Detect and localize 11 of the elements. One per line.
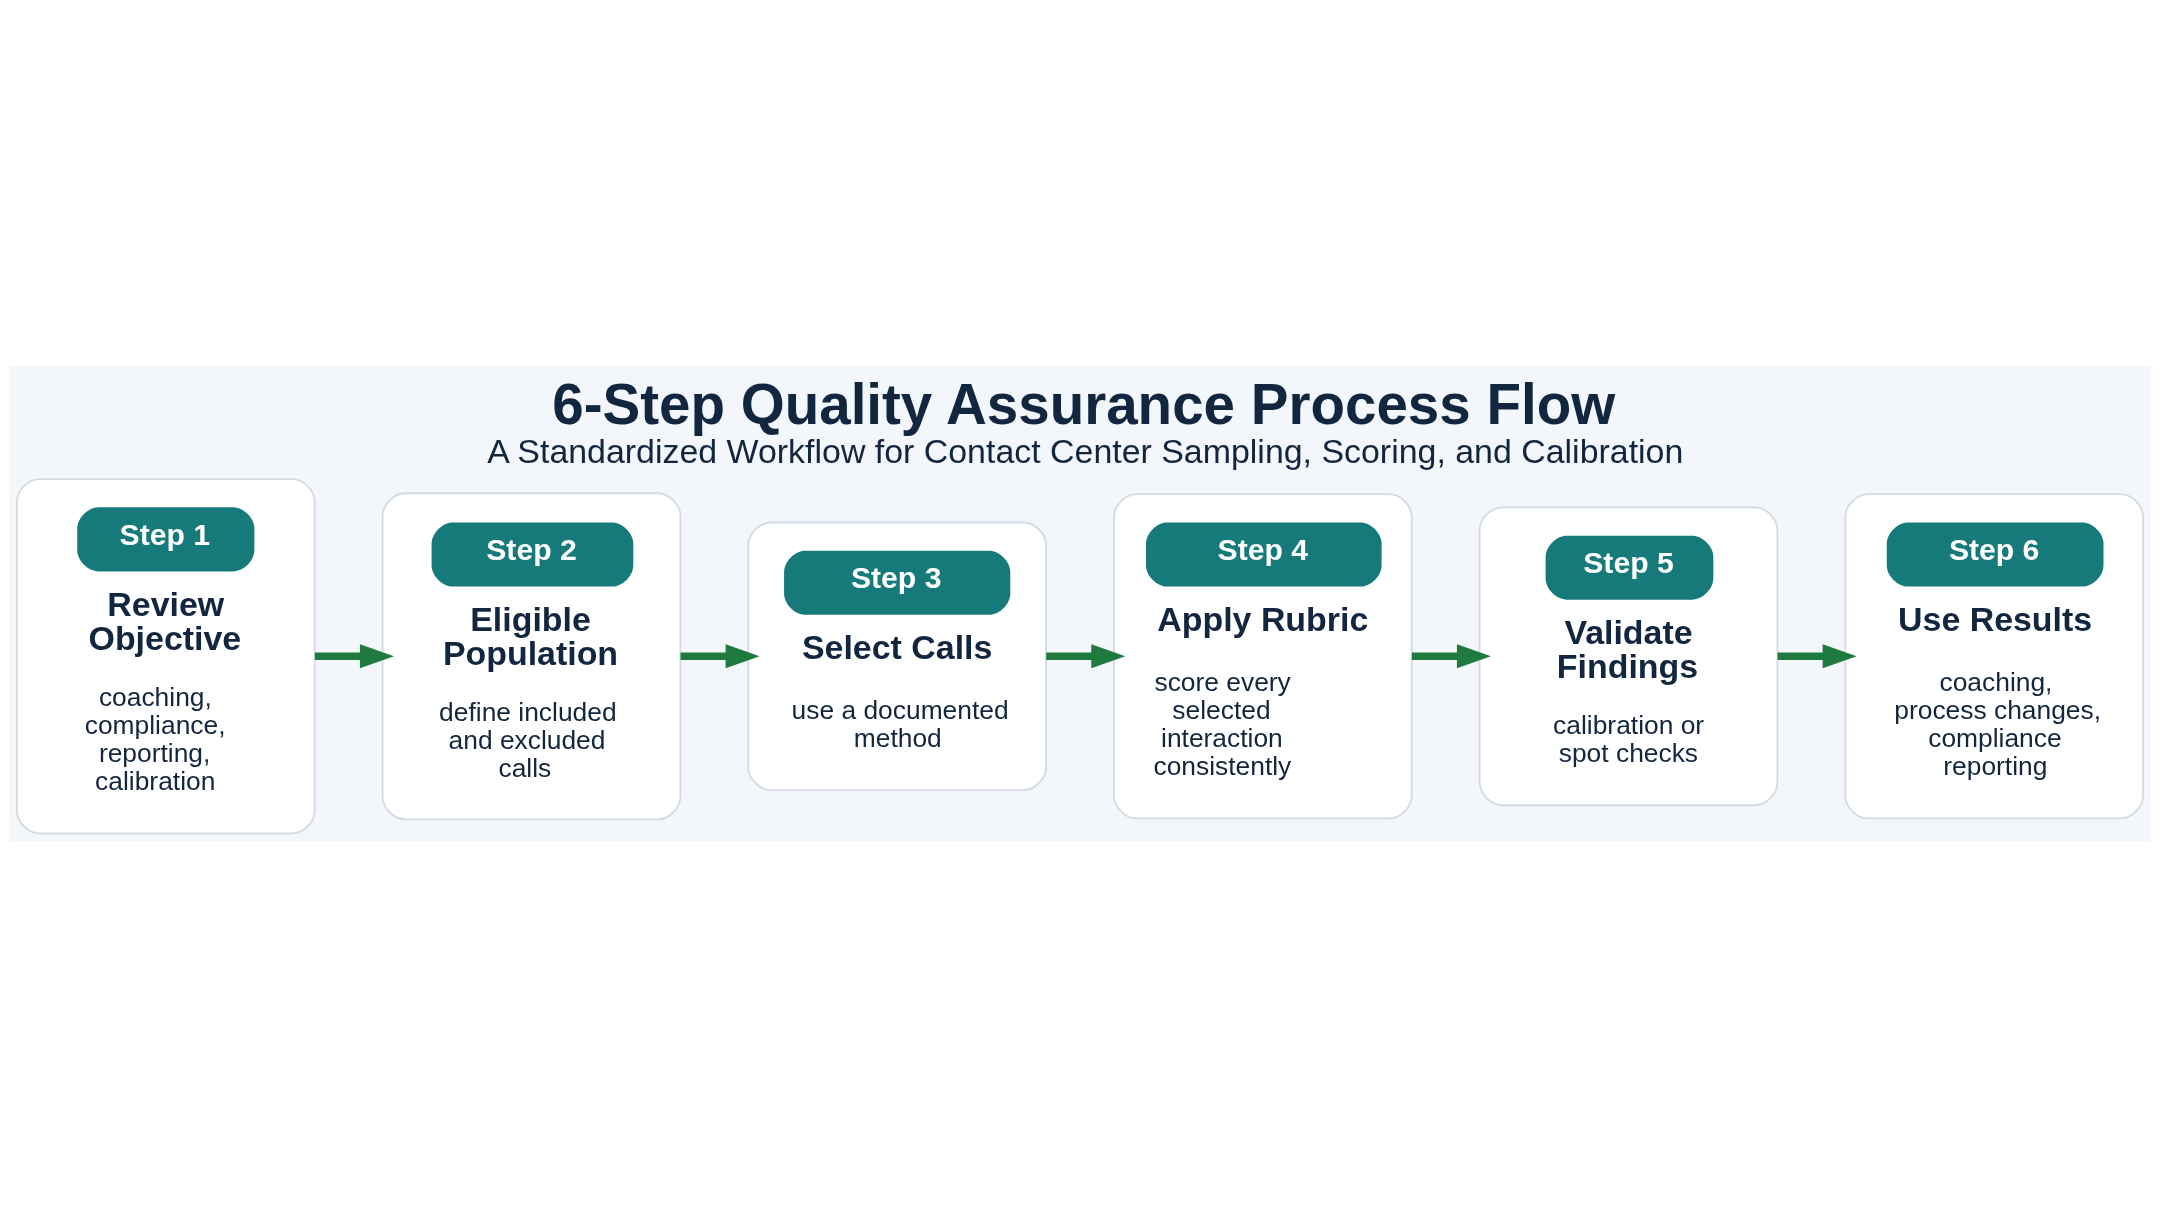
node-box: Step 4 Apply Rubric score every selected interaction consistently — [1113, 492, 1413, 819]
node-box: Step 1 Review Objective coaching, compliance, reporting, calibration — [15, 477, 316, 834]
node-box: Step 6 Use Results coaching, process changes, compliance reporting — [1844, 492, 2145, 819]
arrow — [1777, 643, 1857, 668]
arrow — [1411, 643, 1491, 668]
arrow — [314, 643, 394, 668]
node-box: Step 5 Validate Findings calibration or spot checks — [1478, 505, 1779, 806]
node-box: Step 2 Eligible Population define included and excluded calls — [381, 491, 682, 820]
node-box: Step 3 Select Calls use a documented method — [747, 521, 1047, 791]
arrow — [680, 643, 760, 668]
arrow — [1046, 643, 1126, 668]
